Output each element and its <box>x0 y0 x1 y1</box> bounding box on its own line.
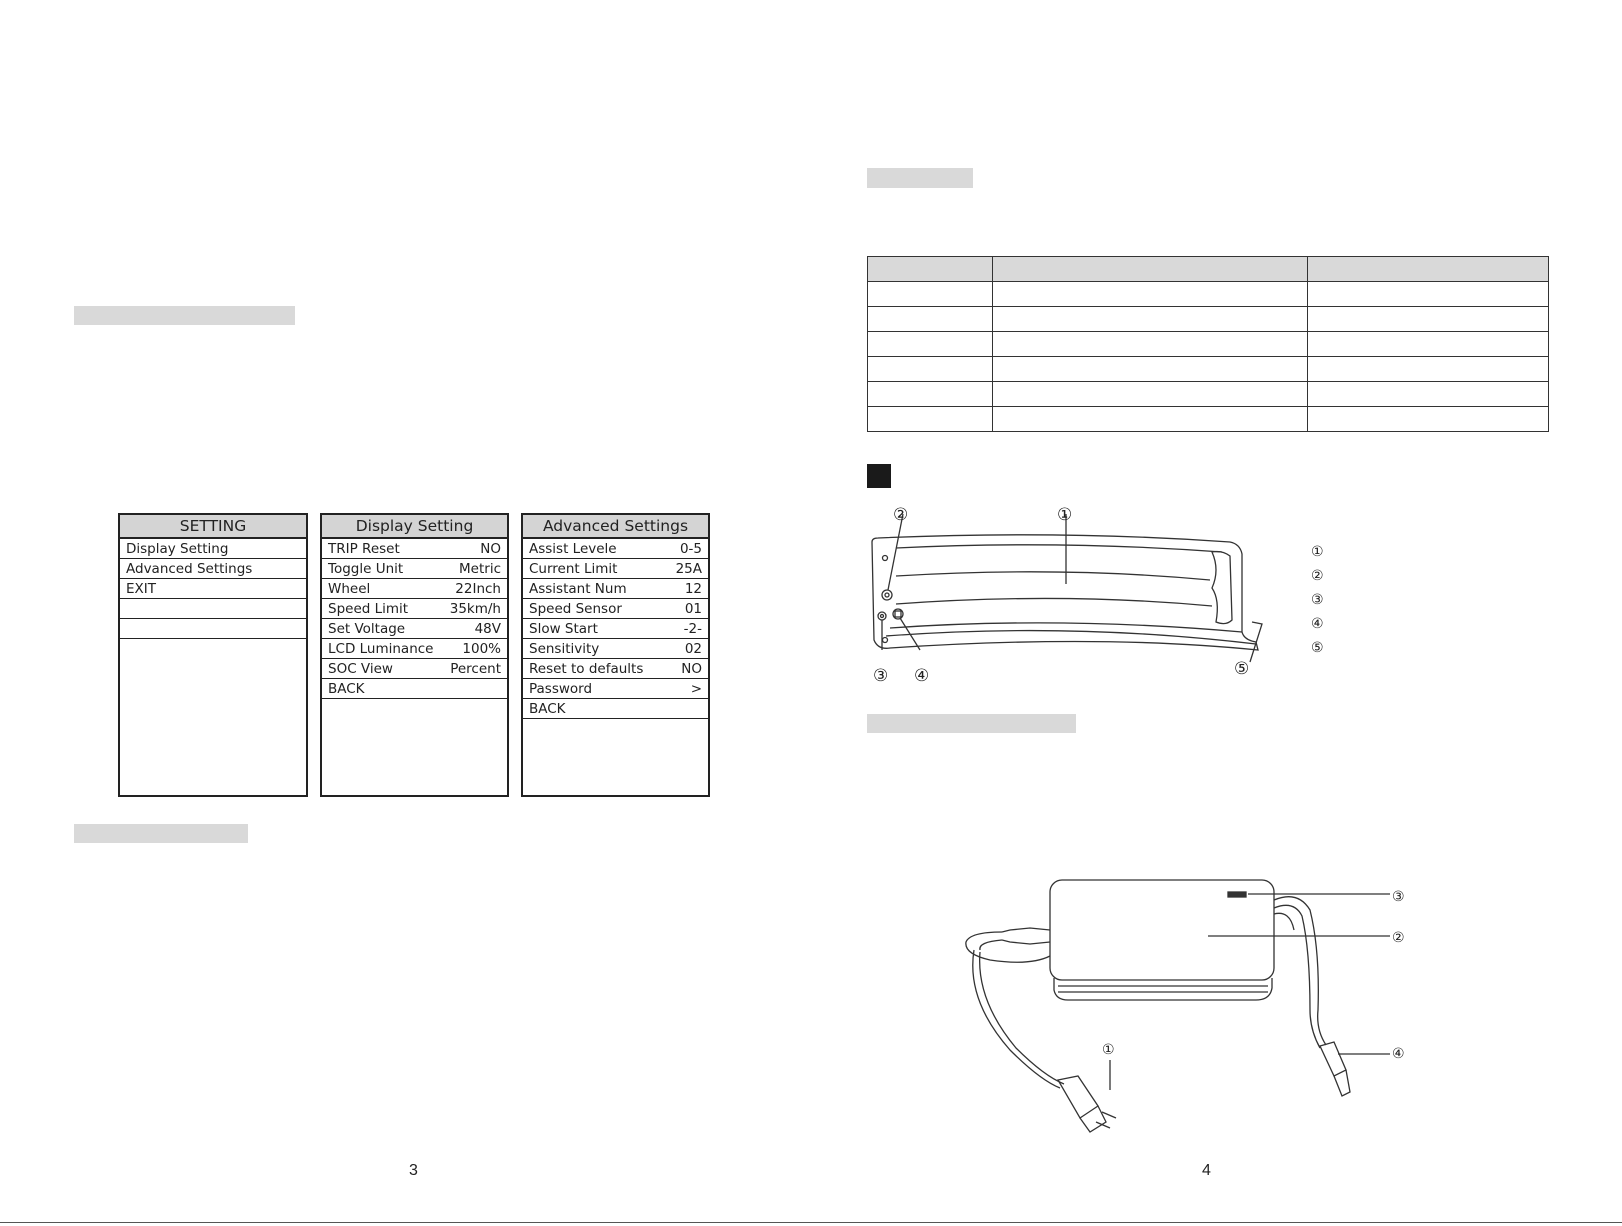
battery-callout-5: ⑤ <box>1234 659 1250 679</box>
battery-legend-item: ① <box>1311 544 1324 560</box>
advanced-row[interactable]: Slow Start -2- <box>523 619 708 639</box>
row-value: 100% <box>462 641 501 657</box>
row-value: 12 <box>684 581 702 597</box>
display-row[interactable]: Speed Limit 35km/h <box>322 599 507 619</box>
table-row <box>867 281 1549 307</box>
row-label: Speed Sensor <box>529 601 622 617</box>
setting-menu-item <box>120 619 306 639</box>
table-row <box>867 356 1549 382</box>
row-label: Speed Limit <box>328 601 409 617</box>
display-row[interactable]: Toggle Unit Metric <box>322 559 507 579</box>
row-value: 22Inch <box>455 581 501 597</box>
charger-callout-3: ③ <box>1392 889 1405 905</box>
spec-table-header <box>867 256 1549 282</box>
row-label: BACK <box>529 701 566 717</box>
battery-legend-item: ② <box>1311 568 1324 584</box>
advanced-row[interactable]: Reset to defaults NO <box>523 659 708 679</box>
row-label: Assist Levele <box>529 541 617 557</box>
display-setting-panel: Display Setting TRIP Reset NO Toggle Unit… <box>320 513 509 797</box>
battery-callout-3: ③ <box>873 666 889 686</box>
row-label: Password <box>529 681 593 697</box>
redacted-section-marker <box>867 464 891 488</box>
advanced-settings-title: Advanced Settings <box>523 515 708 539</box>
row-label: SOC View <box>328 661 393 677</box>
setting-menu-item[interactable]: Advanced Settings <box>120 559 306 579</box>
battery-legend-item: ④ <box>1311 616 1324 632</box>
row-value: NO <box>480 541 501 557</box>
display-row[interactable]: TRIP Reset NO <box>322 539 507 559</box>
setting-menu-item[interactable]: EXIT <box>120 579 306 599</box>
row-label: Slow Start <box>529 621 598 637</box>
row-value: Percent <box>450 661 501 677</box>
row-label: LCD Luminance <box>328 641 434 657</box>
advanced-row[interactable]: Current Limit 25A <box>523 559 708 579</box>
advanced-row[interactable]: Password > <box>523 679 708 699</box>
row-value: > <box>690 681 702 697</box>
spec-table <box>867 256 1549 432</box>
display-row[interactable]: Set Voltage 48V <box>322 619 507 639</box>
setting-menu-item <box>120 599 306 619</box>
setting-menu-panel: SETTING Display Setting Advanced Setting… <box>118 513 308 797</box>
redacted-heading-2 <box>74 824 248 843</box>
table-row <box>867 406 1549 432</box>
advanced-row[interactable]: Sensitivity 02 <box>523 639 708 659</box>
page-number-left: 3 <box>409 1162 418 1179</box>
row-label: Sensitivity <box>529 641 600 657</box>
advanced-row[interactable]: Assist Levele 0-5 <box>523 539 708 559</box>
battery-legend-item: ③ <box>1311 592 1324 608</box>
battery-callout-1: ① <box>1057 505 1073 525</box>
setting-menu-item[interactable]: Display Setting <box>120 539 306 559</box>
row-label: Wheel <box>328 581 371 597</box>
charger-illustration <box>965 879 1390 1133</box>
battery-callout-4: ④ <box>914 666 930 686</box>
advanced-row[interactable]: Assistant Num 12 <box>523 579 708 599</box>
row-value: 0-5 <box>679 541 702 557</box>
row-label: Reset to defaults <box>529 661 644 677</box>
battery-callout-2: ② <box>893 505 909 525</box>
row-value: NO <box>681 661 702 677</box>
page-bottom-divider <box>0 1222 1622 1223</box>
display-setting-title: Display Setting <box>322 515 507 539</box>
table-row <box>867 381 1549 407</box>
row-label: Set Voltage <box>328 621 406 637</box>
display-row[interactable]: LCD Luminance 100% <box>322 639 507 659</box>
redacted-heading-3 <box>867 168 973 188</box>
advanced-row[interactable]: Speed Sensor 01 <box>523 599 708 619</box>
page-number-right: 4 <box>1202 1162 1211 1179</box>
row-label: Assistant Num <box>529 581 627 597</box>
battery-legend-item: ⑤ <box>1311 640 1324 656</box>
charger-callout-2: ② <box>1392 930 1405 946</box>
display-row[interactable]: BACK <box>322 679 507 699</box>
row-label: Toggle Unit <box>328 561 404 577</box>
redacted-heading-1 <box>74 306 295 325</box>
table-row <box>867 306 1549 332</box>
row-value: -2- <box>683 621 702 637</box>
row-value: 02 <box>684 641 702 657</box>
charger-callout-1: ① <box>1102 1042 1115 1058</box>
row-label: BACK <box>328 681 365 697</box>
row-value: 25A <box>675 561 702 577</box>
row-value: 01 <box>684 601 702 617</box>
display-row[interactable]: Wheel 22Inch <box>322 579 507 599</box>
advanced-row[interactable]: BACK <box>523 699 708 719</box>
table-row <box>867 331 1549 357</box>
row-value: 48V <box>474 621 501 637</box>
row-label: TRIP Reset <box>328 541 400 557</box>
battery-illustration <box>871 513 1263 663</box>
redacted-heading-4 <box>867 714 1076 733</box>
setting-menu-title: SETTING <box>120 515 306 539</box>
row-value: Metric <box>459 561 501 577</box>
charger-callout-4: ④ <box>1392 1046 1405 1062</box>
advanced-settings-panel: Advanced Settings Assist Levele 0-5 Curre… <box>521 513 710 797</box>
row-label: Current Limit <box>529 561 618 577</box>
row-value: 35km/h <box>449 601 501 617</box>
display-row[interactable]: SOC View Percent <box>322 659 507 679</box>
